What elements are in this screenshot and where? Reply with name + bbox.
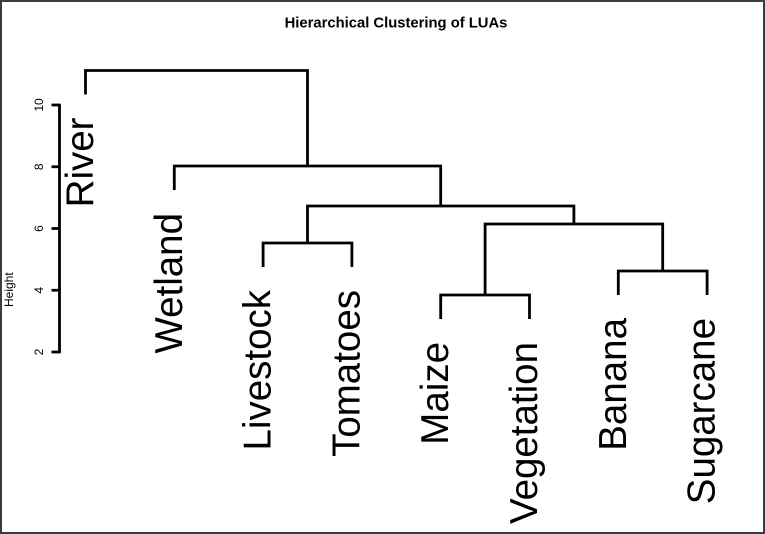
svg-text:Banana: Banana bbox=[592, 317, 635, 450]
svg-text:2: 2 bbox=[32, 348, 46, 355]
svg-text:Wetland: Wetland bbox=[148, 213, 191, 354]
svg-text:10: 10 bbox=[32, 98, 46, 112]
svg-text:Height: Height bbox=[2, 272, 16, 307]
svg-text:Maize: Maize bbox=[414, 342, 457, 445]
svg-text:Livestock: Livestock bbox=[237, 289, 280, 450]
svg-text:6: 6 bbox=[32, 225, 46, 232]
svg-text:Vegetation: Vegetation bbox=[503, 342, 546, 524]
svg-text:4: 4 bbox=[32, 287, 46, 294]
svg-text:Hierarchical Clustering of LUA: Hierarchical Clustering of LUAs bbox=[285, 16, 508, 32]
svg-text:8: 8 bbox=[32, 163, 46, 170]
svg-text:River: River bbox=[59, 117, 102, 207]
svg-text:Sugarcane: Sugarcane bbox=[681, 318, 724, 504]
svg-text:Tomatoes: Tomatoes bbox=[325, 290, 368, 457]
